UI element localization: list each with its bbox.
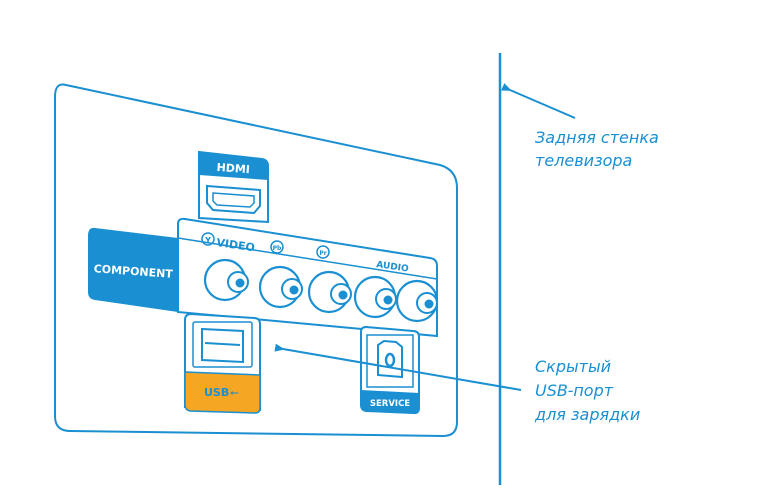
rca-jack-video-y [203,258,249,302]
usb-socket-icon [201,327,244,364]
pr-mark-icon [316,245,330,259]
usb-arrow [274,343,522,391]
rca-jack-audio-right [395,279,439,323]
pb-mark-icon [270,240,284,254]
component-label: COMPONENT [93,262,173,281]
audio-label: AUDIO [376,260,410,274]
usb-symbol-icon: ⭠ [230,386,239,399]
usb-label: USB [204,386,229,399]
hdmi-port: HDMI [198,150,269,224]
svg-text:Pb: Pb [273,245,282,252]
component-block: COMPONENT [88,227,178,312]
hdmi-label: HDMI [216,161,250,176]
usb-port: USB ⭠ [184,312,261,414]
rca-jack-pb [258,265,303,309]
rca-jack-audio-left [353,275,397,319]
service-label: SERVICE [370,399,410,409]
svg-text:Pr: Pr [319,250,326,257]
rca-jack-pr [307,270,352,314]
y-mark-icon [201,232,215,246]
svg-text:Y: Y [204,236,211,245]
service-socket-icon [377,339,403,379]
wall-arrow [501,83,576,119]
service-port: SERVICE [360,325,420,415]
av-jack-strip: Y VIDEO Pb Pr AUDIO [177,217,439,338]
annotation-tv-wall: Задняя стенка телевизора [535,128,664,170]
video-label: VIDEO [216,236,256,254]
hdmi-socket-icon [206,184,261,215]
tv-panel-outline [54,83,458,438]
annotation-hidden-usb: Скрытый USB-порт для зарядки [534,357,640,424]
